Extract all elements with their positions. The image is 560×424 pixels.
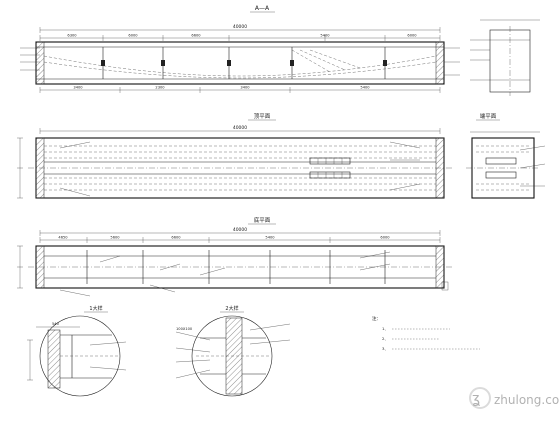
detail-1-view: 1大样 540 [27,305,127,397]
end-plan-view: 端平面 [466,112,546,199]
bottom-plan-view: 底平面 40000 4650 5600 6600 5400 6000 [17,216,452,297]
top-plan-title: 顶平面 [254,113,271,120]
dim-label: 6600 [171,236,181,240]
top-plan-view: 顶平面 40000 [17,113,452,199]
dim-label: 6300 [67,34,77,38]
notes-block: 注： 1、 2、 3、 [372,315,480,351]
detail-1-title: 1大样 [89,305,102,312]
bottom-plan-overall-dim: 40000 [233,227,247,233]
dim-label: 3400 [73,86,83,90]
dim-label: 5400 [265,236,275,240]
dim-label: 3400 [240,86,250,90]
dim-label: 5400 [360,86,370,90]
end-elevation-view [470,19,540,96]
detail-2-view: 2大样 100X100 [175,305,291,397]
watermark-text: zhulong.com [494,393,560,407]
note-item: 1、 [382,326,388,331]
dim-label: 6000 [407,34,417,38]
section-aa-sub-dims: 6300 6000 6600 5400 6000 [39,34,441,41]
end-plan-title: 端平面 [480,112,497,120]
section-aa-view: A—A 40000 6300 6000 6600 5400 6000 [20,5,460,93]
watermark: ʓ zhulong.com [469,387,560,409]
note-item: 3、 [382,346,388,351]
dim-label: 6000 [128,34,138,38]
dim-label: 4650 [58,236,68,240]
dim-label: 2300 [155,86,165,90]
anchor-group [309,157,351,179]
detail-2-title: 2大样 [225,305,238,312]
section-aa-title: A—A [255,5,270,12]
note-item: 2、 [382,336,388,341]
section-aa-overall-dim: 40000 [233,24,247,30]
detail-2-dim: 100X100 [176,327,193,331]
notes-heading: 注： [372,315,381,322]
bottom-plan-title: 底平面 [254,216,271,224]
dim-label: 5400 [320,34,330,38]
top-plan-overall-dim: 40000 [233,125,247,131]
dim-label: 5600 [110,236,120,240]
dim-label: 6600 [191,34,201,38]
watermark-icon: ʓ [472,391,480,407]
dim-label: 6000 [380,236,390,240]
